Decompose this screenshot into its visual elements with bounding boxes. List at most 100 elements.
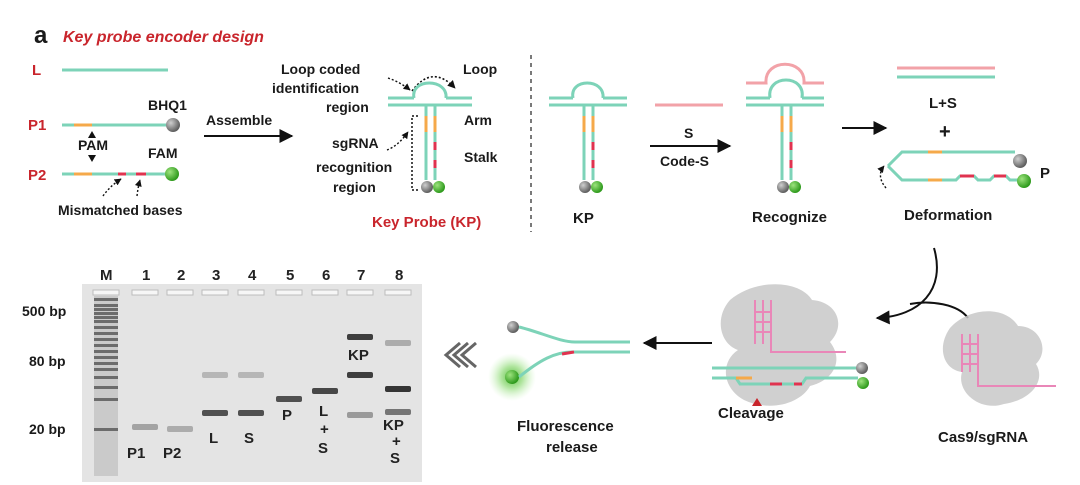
p-lower-strand bbox=[886, 164, 1019, 182]
panel-letter: a bbox=[34, 22, 48, 49]
ladder-band bbox=[94, 344, 118, 347]
gel-lane-7: 7 bbox=[357, 267, 365, 284]
label-sgrna-3: region bbox=[333, 179, 376, 195]
cleavage-sgrna-tail bbox=[770, 344, 846, 353]
gel-lane-5: 5 bbox=[286, 267, 294, 284]
label-ls: L+S bbox=[929, 95, 957, 112]
gel-well bbox=[275, 289, 303, 296]
label-recognize: Recognize bbox=[752, 209, 827, 226]
assemble-section: L P1 BHQ1 PAM FAM P2 Mismatched bases As… bbox=[28, 62, 294, 218]
label-fam: FAM bbox=[148, 145, 178, 161]
ladder-band bbox=[94, 356, 118, 359]
p-upper-strand bbox=[886, 150, 1015, 168]
label-arm: Arm bbox=[464, 112, 492, 128]
ladder-band bbox=[94, 304, 118, 307]
label-assemble: Assemble bbox=[206, 112, 272, 128]
rec-bound-s bbox=[746, 62, 824, 85]
sgrna-bracket bbox=[411, 115, 418, 191]
cleavage-fluorophore bbox=[857, 377, 869, 389]
cleavage-quencher bbox=[856, 362, 868, 374]
panel-title: Key probe encoder design bbox=[63, 29, 264, 46]
sgrna-hairpins bbox=[961, 334, 979, 372]
label-code-s: Code-S bbox=[660, 153, 709, 169]
release-quencher bbox=[507, 321, 519, 333]
label-pam: PAM bbox=[78, 137, 108, 153]
gel-label-8-kp: KP bbox=[383, 417, 404, 434]
gel-band bbox=[385, 409, 411, 415]
wf-kp-loop bbox=[571, 81, 605, 99]
gel-band bbox=[347, 372, 373, 378]
label-cas9: Cas9/sgRNA bbox=[938, 429, 1028, 446]
label-mismatched-bases: Mismatched bases bbox=[58, 202, 183, 218]
label-loop-coded-1: Loop coded bbox=[281, 61, 360, 77]
label-loop-coded-3: region bbox=[326, 99, 369, 115]
cleavage-complex: Cleavage bbox=[712, 284, 869, 422]
label-p: P bbox=[1040, 165, 1050, 182]
ladder-band bbox=[94, 428, 118, 431]
label-sgrna-1: sgRNA bbox=[332, 135, 379, 151]
gel-lane-8: 8 bbox=[395, 267, 403, 284]
loop-coded-pointer bbox=[387, 77, 411, 91]
gel-label-6-l: L bbox=[319, 403, 328, 420]
gel-band bbox=[202, 410, 228, 416]
label-s: S bbox=[684, 125, 693, 141]
ladder-band bbox=[94, 398, 118, 401]
sgrna-pointer bbox=[386, 131, 409, 151]
deformation-to-cleavage-arrow bbox=[875, 247, 938, 325]
fam-fluorophore-p2 bbox=[165, 167, 179, 181]
pam-arrow-up-icon bbox=[88, 131, 96, 138]
gel-label-6-s: S bbox=[318, 440, 328, 457]
gel-label-6-plus: + bbox=[320, 421, 329, 438]
gel-band bbox=[385, 386, 411, 392]
kp-caption: Key Probe (KP) bbox=[372, 214, 481, 231]
gel-well bbox=[131, 289, 159, 296]
gel-band bbox=[276, 396, 302, 402]
marker-80bp: 80 bp bbox=[29, 353, 66, 369]
label-cleavage: Cleavage bbox=[718, 405, 784, 422]
ladder-band bbox=[94, 320, 118, 323]
label-sgrna-2: recognition bbox=[316, 159, 392, 175]
ladder-band bbox=[94, 326, 118, 329]
label-loop: Loop bbox=[463, 61, 497, 77]
ladder-band bbox=[94, 332, 118, 335]
gel-label-8-s: S bbox=[390, 450, 400, 467]
gel-label-s: S bbox=[244, 430, 254, 447]
deformation-curl bbox=[877, 165, 887, 189]
wf-kp-fluorophore bbox=[591, 181, 603, 193]
ladder-smear bbox=[94, 296, 118, 476]
label-p2: P2 bbox=[28, 167, 46, 184]
ladder-band bbox=[94, 368, 118, 371]
gel-wells bbox=[92, 289, 412, 296]
gel-lane-m: M bbox=[100, 267, 113, 284]
gel-band bbox=[347, 334, 373, 340]
label-wf-kp: KP bbox=[573, 210, 594, 227]
cas9-sgrna-complex: Cas9/sgRNA bbox=[938, 311, 1056, 446]
ladder-band bbox=[94, 338, 118, 341]
label-deformation: Deformation bbox=[904, 207, 992, 224]
mismatch-pointer-1 bbox=[102, 178, 122, 197]
gel-band bbox=[385, 340, 411, 346]
gel-label-p2: P2 bbox=[163, 445, 181, 462]
gel-label-8-plus: + bbox=[392, 433, 401, 450]
rec-fluorophore bbox=[789, 181, 801, 193]
mismatch-pointer-2 bbox=[134, 179, 142, 197]
ladder-band bbox=[94, 376, 118, 379]
label-p1: P1 bbox=[28, 117, 46, 134]
gel-bands bbox=[132, 334, 411, 432]
label-plus: + bbox=[939, 121, 951, 143]
cleavage-site-marker-icon bbox=[752, 398, 762, 406]
gel-background bbox=[82, 284, 422, 482]
gel-band bbox=[202, 372, 228, 378]
cleavage-sgrna-hairpins bbox=[754, 300, 772, 344]
ladder-band bbox=[94, 312, 118, 315]
ladder-band bbox=[94, 308, 118, 311]
cleavage-cas9 bbox=[720, 284, 839, 406]
label-fluor-2: release bbox=[546, 439, 598, 456]
label-l: L bbox=[32, 62, 41, 79]
gel-label-p: P bbox=[282, 407, 292, 424]
p-quencher bbox=[1013, 154, 1027, 168]
release-fluorophore bbox=[505, 370, 519, 384]
gel-well bbox=[92, 289, 120, 296]
bhq1-quencher-p1 bbox=[166, 118, 180, 132]
gel-well bbox=[384, 289, 412, 296]
